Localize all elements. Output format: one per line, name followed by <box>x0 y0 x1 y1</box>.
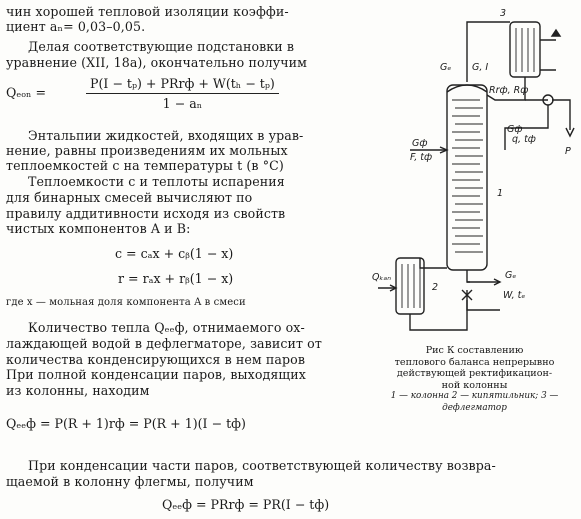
product-arrow <box>565 127 575 138</box>
text-line: из колонны, находим <box>6 383 150 398</box>
column-top-dome <box>446 84 488 93</box>
caption-line: Рис К составлению <box>425 345 524 356</box>
text-line: Теплоемкости c и теплоты испарения <box>28 174 285 189</box>
text-line: Энтальпии жидкостей, входящих в урав- <box>28 128 304 143</box>
caption-line: действующей ректификацион- <box>396 368 553 379</box>
caption-line: 1 — колонна 2 — кипятильник; 3 — <box>390 391 559 401</box>
formula-lhs: Qₑₒₙ = <box>6 85 47 100</box>
text-line: правилу аддитивности исходя из свойств <box>6 206 286 221</box>
heating-steam-arrow <box>389 284 398 292</box>
text-line: чин хорошей тепловой изоляции коэффи- <box>6 4 289 19</box>
text-line: При полной конденсации паров, выходящих <box>6 367 306 382</box>
residue-line <box>466 300 500 311</box>
formula-q-col: Qₑₒₙ = P(I − tₚ) + PRrф + W(tₕ − tₚ) 1 −… <box>6 76 366 116</box>
formula-numerator: P(I − tₚ) + PRrф + W(tₕ − tₚ) <box>86 76 279 94</box>
label-gf: Gф <box>412 138 428 149</box>
caption-line: дефлегматор <box>442 402 507 413</box>
condenser <box>509 21 541 78</box>
formula-fraction: P(I − tₚ) + PRrф + W(tₕ − tₚ) 1 − aₙ <box>86 76 279 111</box>
text-line: Делая соответствующие подстановки в <box>28 39 295 54</box>
label-reboiler-number: 2 <box>432 282 439 293</box>
label-q-tf: q, tф <box>512 134 536 145</box>
column-body <box>446 84 488 271</box>
label-f-tf: F, tф <box>410 152 433 163</box>
label-p: P <box>565 146 571 157</box>
label-g-i: G, I <box>472 62 489 73</box>
label-reflux: Rrф, Rф <box>489 85 529 96</box>
formula-r: r = rₐx + rᵦ(1 − x) <box>118 271 234 286</box>
text-line: лаждающей водой в дефлегматоре, зависит … <box>6 336 322 351</box>
reboiler-liquid-line <box>409 290 468 331</box>
text-line: нение, равны произведениям их мольных <box>6 143 288 158</box>
text-line: щаемой в колонну флегмы, получим <box>6 474 254 489</box>
vapor-line <box>466 21 510 82</box>
figure-caption: Рис К составлению теплового баланса непр… <box>372 345 577 414</box>
formula-c: c = cₐx + cᵦ(1 − x) <box>115 246 234 261</box>
column-bottom-line <box>466 270 470 283</box>
text-line: чистых компонентов A и B: <box>6 221 191 236</box>
label-w-tw: W, tₑ <box>503 290 526 301</box>
cooling-water-lines <box>540 39 556 71</box>
text-line: теплоемкостей c на температуры t (в °С) <box>6 158 284 173</box>
formula-qdef-full: Qₑₑф = P(R + 1)rф = P(R + 1)(I − tф) <box>6 416 246 431</box>
text-line: где x — мольная доля компонента A в смес… <box>6 297 246 308</box>
formula-denominator: 1 − aₙ <box>162 96 203 111</box>
text-line: уравнение (XII, 18а), окончательно получ… <box>6 55 308 70</box>
label-column-number: 1 <box>497 188 504 199</box>
reflux-line <box>486 77 526 101</box>
text-line: количества конденсирующихся в нем паров <box>6 352 306 367</box>
text-line: для бинарных смесей вычисляют по <box>6 190 253 205</box>
formula-qdef-part: Qₑₑф = PRrф = PR(I − tф) <box>162 497 330 512</box>
water-arrow <box>550 28 562 37</box>
distillate-cooler-line <box>504 105 549 150</box>
caption-line: теплового баланса непрерывно <box>394 356 555 368</box>
bottoms-valve <box>461 289 473 301</box>
product-line <box>552 99 571 130</box>
caption-line: ной колонны <box>441 379 508 391</box>
bottoms-arrow <box>493 278 502 286</box>
text-line: При конденсации части паров, соответству… <box>28 458 496 473</box>
label-condenser-number: 3 <box>500 8 507 19</box>
label-gw: Gₑ <box>505 270 517 281</box>
label-qkip: Qₖₐₙ <box>372 272 392 283</box>
text-line: циент aₙ= 0,03–0,05. <box>6 19 146 34</box>
feed-arrow <box>439 146 449 154</box>
text-line: Количество тепла Qₑₑф, отнимаемого ох- <box>28 320 305 335</box>
label-gd: Gₑ <box>440 62 452 73</box>
label-gtf: Gф <box>507 124 523 135</box>
